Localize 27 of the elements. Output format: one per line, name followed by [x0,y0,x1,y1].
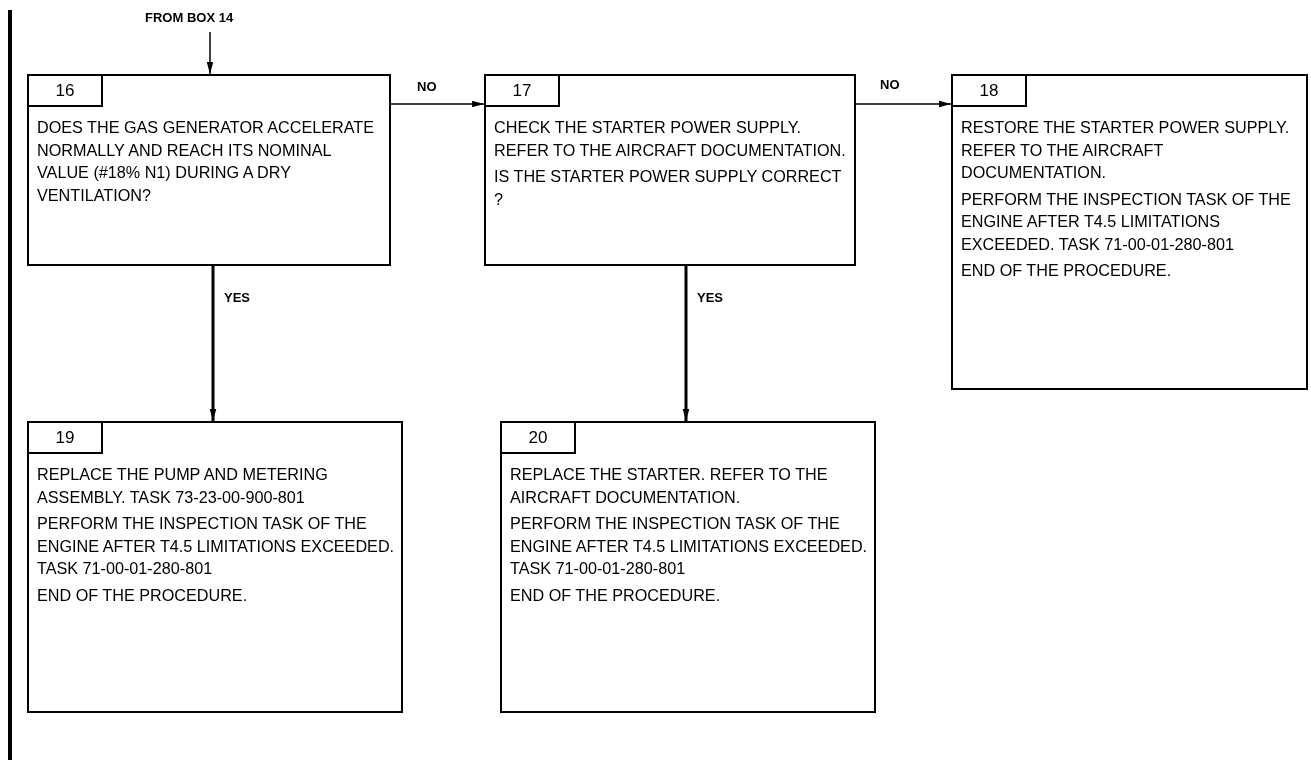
instruction-text: CHECK THE STARTER POWER SUPPLY. REFER TO THE AIRCRAFT DOCUMENTATION. [494,117,847,161]
edge-label: NO [415,79,439,94]
step-number: 18 [953,76,1027,107]
step-number: 17 [486,76,560,107]
instruction-text: PERFORM THE INSPECTION TASK OF THE ENGINE AFTER T4.5 LIMITATIONS EXCEEDED. TASK 71-00-01-280-801 [37,513,395,579]
instruction-text: REPLACE THE PUMP AND METERING ASSEMBLY. TASK 73-23-00-900-801 [37,464,329,508]
instruction-text: RESTORE THE STARTER POWER SUPPLY. REFER TO THE AIRCRAFT DOCUMENTATION. [961,117,1291,183]
step-box [484,74,856,266]
instruction-text: END OF THE PROCEDURE. [510,584,722,606]
instruction-text: PERFORM THE INSPECTION TASK OF THE ENGINE AFTER T4.5 LIMITATIONS EXCEEDED. TASK 71-00-01-280-801 [510,513,868,579]
step-number: 20 [502,423,576,454]
step-box [27,421,403,713]
instruction-text: REPLACE THE STARTER. REFER TO THE AIRCRAFT DOCUMENTATION. [510,464,829,508]
instruction-text: END OF THE PROCEDURE. [961,260,1173,281]
reference-text: FROM BOX 14 [145,10,234,25]
edge-label: YES [222,290,252,305]
edge-label: NO [878,77,902,92]
step-box [500,421,876,713]
step-box [951,74,1308,390]
instruction-text: END OF THE PROCEDURE. [37,584,249,606]
step-number: 19 [29,423,103,454]
instruction-text: PERFORM THE INSPECTION TASK OF THE ENGINE AFTER T4.5 LIMITATIONS EXCEEDED. TASK 71-00-01-280-801 [961,188,1292,255]
instruction-text: IS THE STARTER POWER SUPPLY CORRECT ? [494,166,843,210]
instruction-text: DOES THE GAS GENERATOR ACCELERATE NORMALLY AND REACH ITS NOMINAL VALUE (#18% N1) DURING A DRY VENTILATION? [37,117,376,206]
step-box [27,74,391,266]
step-number: 16 [29,76,103,107]
edge-label: YES [695,290,725,305]
